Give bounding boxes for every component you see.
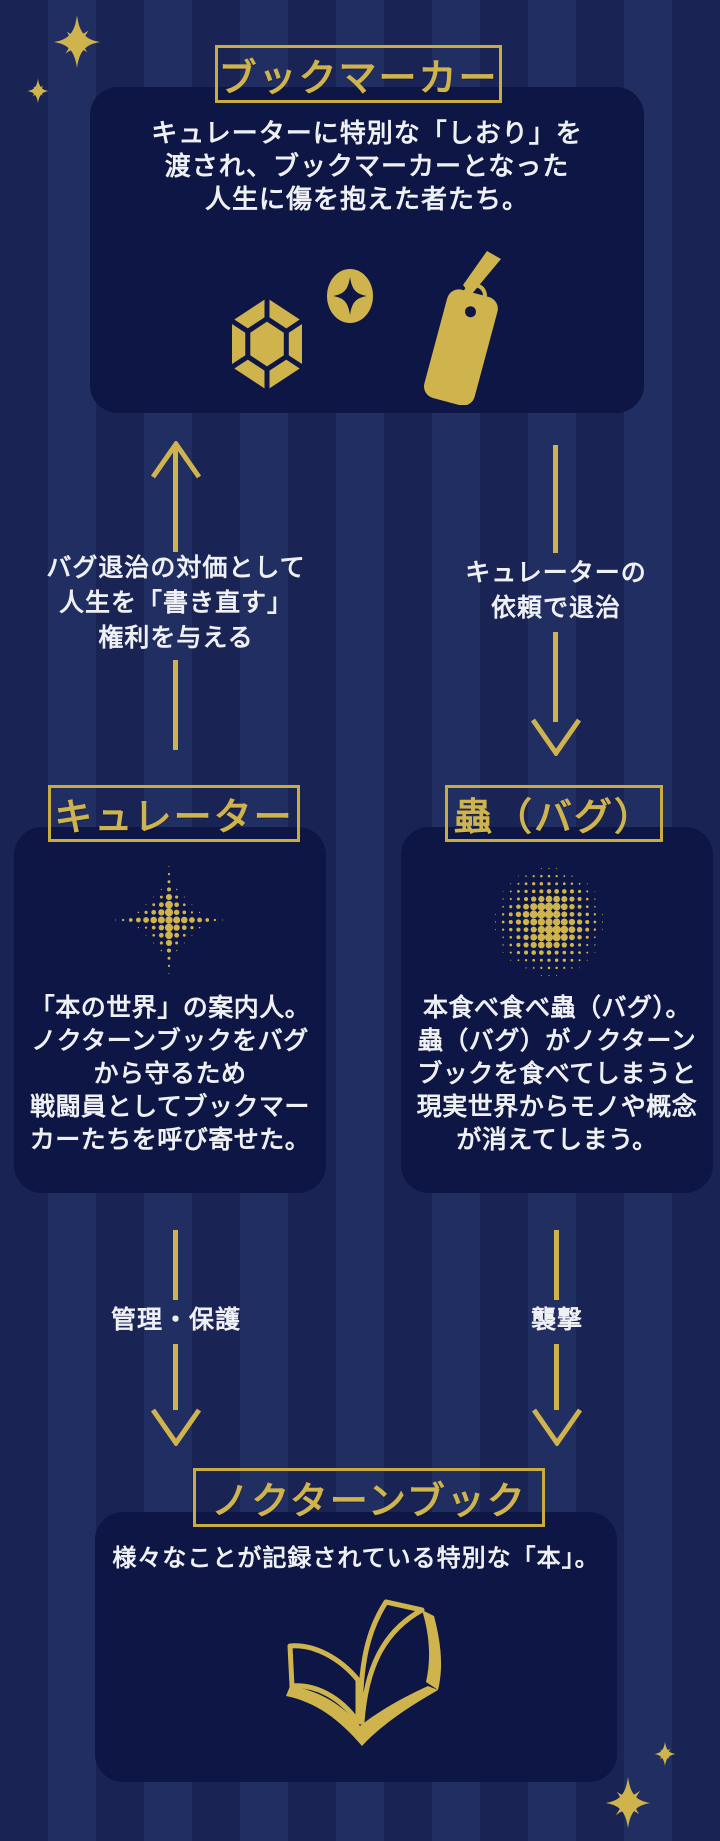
manage-arrow-shaft [173,1344,178,1410]
bug-description-line: 現実世界からモノや概念 [416,1094,698,1121]
arrow-up-shaft [173,447,178,552]
bookmarker-description-line: 渡され、ブックマーカーとなった [164,152,570,181]
arrow-up-shaft [173,660,178,750]
bookmarker-description-line: 人生に傷を抱えた者たち。 [204,185,529,214]
curator-description-line: 戦闘員としてブックマー [30,1094,310,1121]
bug-title: 蟲（バグ） [453,797,654,839]
manage-arrow-shaft [173,1230,178,1300]
halftone-sparkle-icon [104,855,234,985]
bug-description: 本食べ食べ蟲（バグ）。 蟲（バグ）がノクターン ブックを食べてしまうと 現実世界… [401,992,713,1157]
star-8point-icon [602,1776,654,1830]
bug-card [401,827,713,1193]
coin-sparkle-icon [326,268,374,324]
give-rights-line: 人生を「書き直す」 [58,590,293,617]
bookmarker-description: キュレーターに特別な「しおり」を 渡され、ブックマーカーとなった 人生に傷を抱え… [90,117,644,216]
halftone-blob-icon [484,857,614,987]
curator-description-line: ノクターンブックをバグ [31,1028,309,1055]
arrow-down-head-icon [530,718,582,758]
bug-description-line: ブックを食べてしまうと [417,1061,697,1088]
manage-protect-text: 管理・保護 [110,1307,241,1334]
bookmark-tag-icon [413,247,505,406]
exterminate-line: キュレーターの [465,560,647,587]
manage-protect-label: 管理・保護 [26,1303,326,1338]
give-rights-line: 権利を与える [98,625,254,652]
attack-label: 襲撃 [407,1303,707,1338]
gem-icon [230,296,304,392]
curator-description-line: カーたちを呼び寄せた。 [29,1127,311,1154]
open-book-icon [268,1598,458,1750]
attack-text: 襲撃 [530,1307,583,1334]
give-rights-label: バグ退治の対価として 人生を「書き直す」 権利を与える [26,551,326,656]
arrow-down-shaft [553,632,558,722]
arrow-down-head-icon [531,1408,583,1448]
bug-description-line: 蟲（バグ）がノクターン [417,1028,697,1055]
exterminate-line: 依頼で退治 [490,595,621,622]
arrow-up-head-icon [150,439,202,479]
nocturne-book-description-line: 様々なことが記録されている特別な「本」。 [112,1546,600,1572]
bookmarker-title-box: ブックマーカー [215,45,502,103]
exterminate-label: キュレーターの 依頼で退治 [406,556,706,626]
bookmarker-title: ブックマーカー [218,57,499,100]
arrow-down-head-icon [150,1408,202,1448]
curator-description: 「本の世界」の案内人。 ノクターンブックをバグ から守るため 戦闘員としてブック… [14,992,326,1157]
bug-description-line: が消えてしまう。 [456,1127,658,1154]
nocturne-book-title: ノクターンブック [211,1481,527,1523]
star-8point-icon [52,13,102,71]
give-rights-line: バグ退治の対価として [46,555,306,582]
sparkle-icon [26,78,50,104]
curator-description-line: 「本の世界」の案内人。 [29,995,311,1022]
attack-arrow-shaft [554,1344,559,1410]
sparkle-icon [653,1741,677,1767]
nocturne-book-title-box: ノクターンブック [193,1468,545,1527]
bookmarker-card [90,87,644,413]
attack-arrow-shaft [554,1230,559,1300]
curator-title: キュレーター [54,797,294,839]
arrow-down-shaft [553,445,558,553]
bookmarker-description-line: キュレーターに特別な「しおり」を [151,119,583,148]
bug-description-line: 本食べ食べ蟲（バグ）。 [422,995,691,1022]
curator-description-line: から守るため [93,1061,247,1088]
bug-title-box: 蟲（バグ） [445,785,663,842]
curator-title-box: キュレーター [48,785,300,842]
nocturne-book-description: 様々なことが記録されている特別な「本」。 [95,1543,617,1575]
